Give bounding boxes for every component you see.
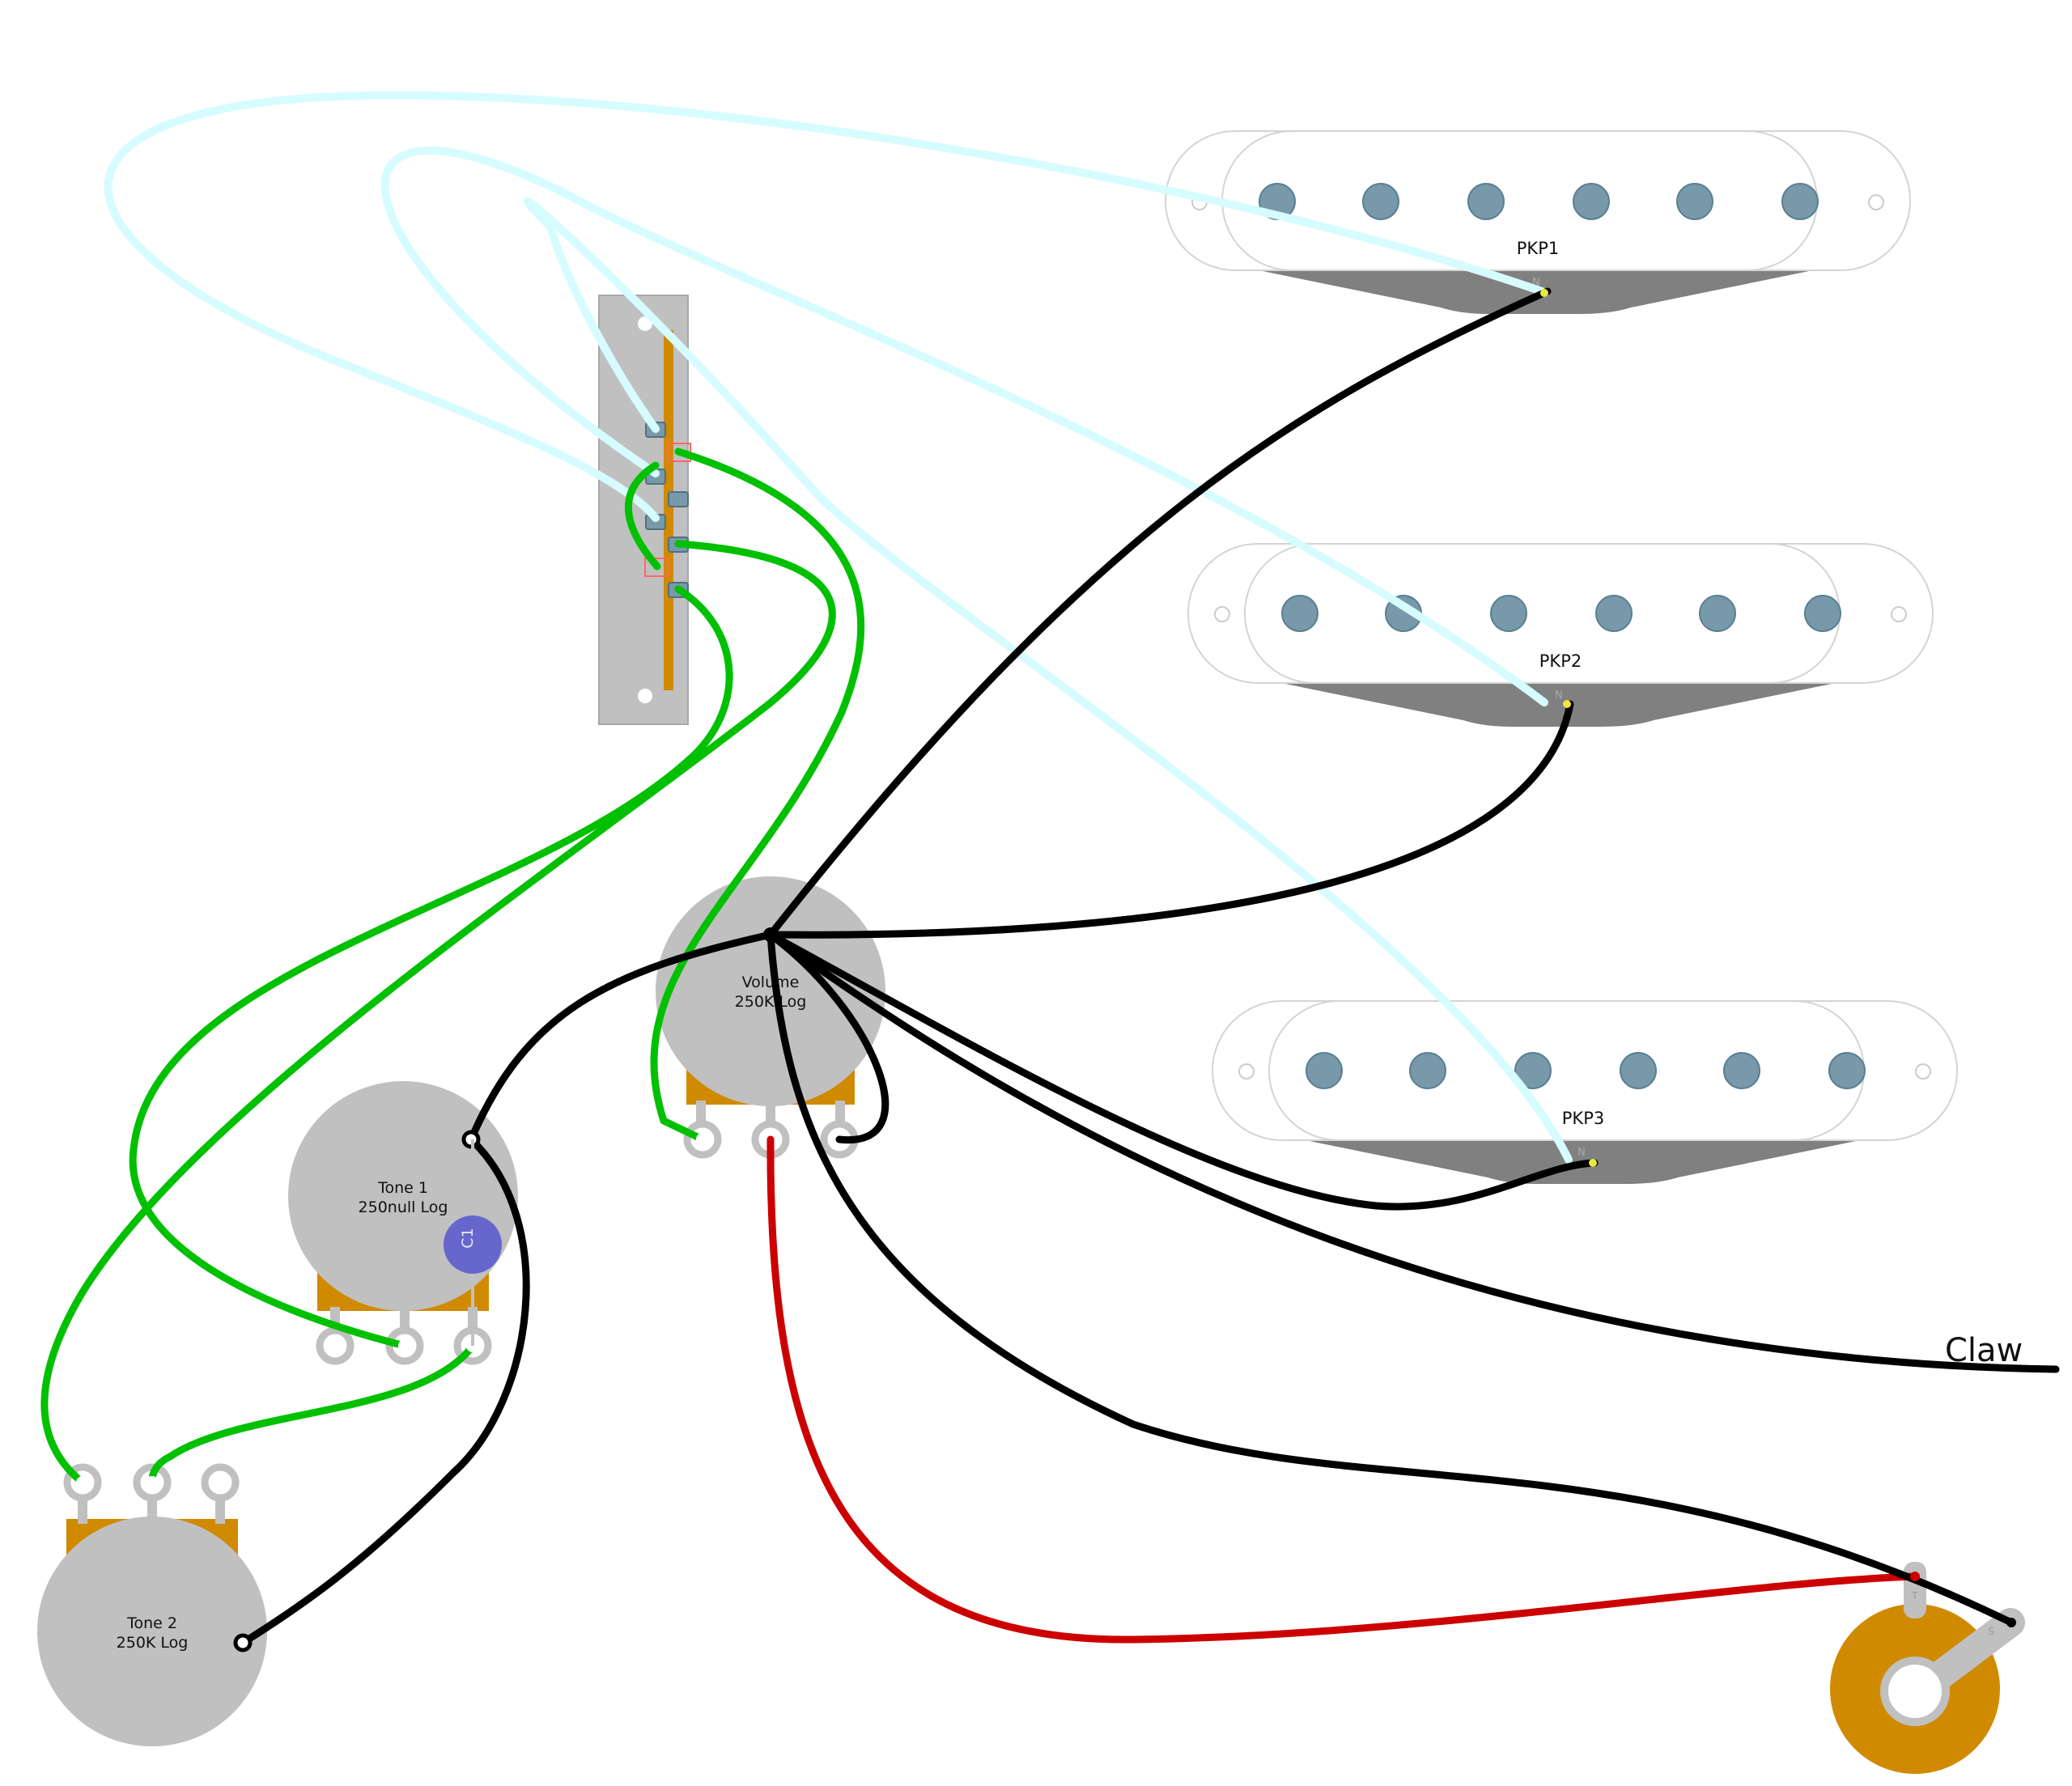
tone2-pot-label-2: 250K Log (117, 1634, 189, 1652)
capacitor-label: C1 (459, 1228, 477, 1248)
pole-pieces (1281, 595, 1841, 632)
solder-joints (76, 289, 2016, 1652)
red-wire (766, 1135, 1919, 1644)
pole-pieces (1306, 1052, 1866, 1089)
pickup-1-north-mark: N (1532, 277, 1540, 289)
capacitor-c1: C1 (444, 1139, 502, 1346)
volume-pot-label-1: Volume (742, 974, 800, 991)
pickup-3-label: PKP3 (1562, 1109, 1604, 1128)
claw-label: Claw (1945, 1332, 2023, 1369)
output-jack: T S (1830, 1562, 2025, 1774)
tone1-pot-label-1: Tone 1 (377, 1179, 428, 1197)
black-wires (239, 287, 2060, 1647)
volume-pot-label-2: 250K Log (735, 993, 807, 1011)
green-wires (40, 448, 865, 1487)
tone2-pot: Tone 2 250K Log (37, 1463, 267, 1746)
pickup-2: PKP2 N (1187, 543, 1934, 727)
pickup-2-north-mark: N (1555, 689, 1563, 702)
tone1-pot-label-2: 250null Log (359, 1198, 448, 1216)
pickup-3-north-mark: N (1577, 1147, 1586, 1159)
jack-tip-mark: T (1911, 1590, 1918, 1601)
pickup-3: PKP3 N (1212, 1000, 1958, 1184)
jack-sleeve-mark: S (1988, 1626, 1994, 1637)
tone2-pot-label-1: Tone 2 (126, 1614, 177, 1632)
pickup-1-label: PKP1 (1517, 239, 1559, 258)
pole-pieces (1259, 183, 1819, 220)
cyan-wires (104, 91, 1573, 1164)
pickup-2-label: PKP2 (1539, 651, 1582, 671)
